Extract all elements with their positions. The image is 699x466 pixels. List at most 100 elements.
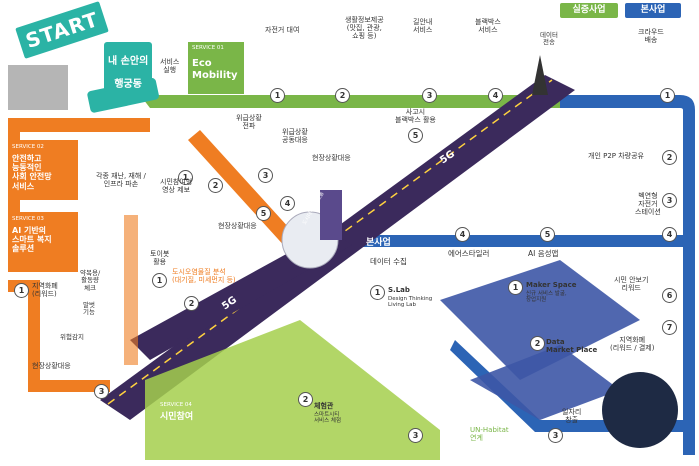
s04-item2-label: 체험관 [314,402,334,410]
service02-road [188,130,300,250]
service03-code: SERVICE 03 [12,216,44,222]
bicycle-icon [197,18,238,40]
partner-airstyler: 에어스타일러 [448,249,490,258]
s03-item2-label: 도시오염물질 분석 (대기질, 미세먼지 등) [172,268,236,285]
data-transfer-label: 데이터 전송 [540,31,558,47]
legend-main: 본사업 [625,3,681,18]
hub-title: 내 손안의 행궁동 [104,42,153,92]
s02-item1-label: 각종 재난, 재해 / 인프라 파손 [96,172,146,189]
mb-side-item4-num: 4 [455,227,470,242]
mb-bottom-item3-label: 일자리 창출 [562,408,582,425]
s02-item2-label: 시민참여형 영상 제보 [160,178,193,195]
s04-item3-num: 3 [408,428,423,443]
s03-item1-label: 토이봇 활용 [150,250,170,267]
service01-badge [188,42,244,94]
legend-main-label: 본사업 [640,5,666,15]
service02-badge [8,140,78,200]
service04-code: SERVICE 04 [160,402,192,408]
service04-title: 시민참여 [160,412,194,422]
hub-title-line2: 행궁동 [114,78,142,90]
data-transfer-tower [532,55,548,95]
s02-item4-num: 4 [280,196,295,211]
service01-code: SERVICE 01 [192,45,224,51]
5g-road-marking [107,79,553,405]
s01-item4-label: 블랙박스 서비스 [475,18,501,35]
s03-senior-item1: 약복용/ 활동량 체크 [80,269,101,292]
s04-item2-num: 2 [298,392,313,407]
service02-lane [8,118,150,250]
mb-bottom-item2-label: Data Market Place [546,338,598,355]
s01-item3-label: 길안내 서비스 [413,18,433,35]
s01-item5-label: 사고시 블랙박스 활용 [395,108,436,125]
s02-item2-num: 2 [208,178,223,193]
s04-item2-sub: 스마트시티 서비스 체험 [314,412,342,425]
mb-right-item2-label: 개인 P2P 차량공유 [588,152,644,160]
s02-scene-label: 현장상황대응 [312,154,351,162]
s03-scene-num: 3 [94,384,109,399]
s03-currency-num: 1 [14,283,29,298]
s03-currency-label: 지역화폐 (리워드) [32,282,58,299]
mb-side-item4b-num: 4 [662,227,677,242]
fortress-photo [602,372,678,448]
mb-right-item3-num: 3 [662,193,677,208]
partner-ai-voice-app: AI 음성앱 [528,249,559,258]
mb-side-item5-num: 5 [540,227,555,242]
mb-right-item1-num: 1 [660,88,675,103]
legend-demo-label: 실증사업 [572,5,606,15]
s02-item3-num: 3 [258,168,273,183]
data-market-platform [470,345,620,420]
s02-item1-num: 1 [178,170,193,185]
service04-area [145,320,440,460]
mb-right-item1-label: 크라우드 배송 [638,28,664,45]
hub-title-line1: 내 손안의 [108,55,149,67]
s02-item4-label: 위급상황 공동대응 [282,128,308,145]
mb-side-item7-label: 지역화폐 (리워드 / 결제) [610,336,655,353]
s01-item5-num: 5 [408,128,423,143]
data-collection-label: 데이터 수집 [370,257,407,266]
main-business-lane-label: 본사업 [366,238,391,248]
toybot-tower [124,215,138,365]
mb-side-item6-label: 시민 안보기 리워드 [614,276,649,293]
s02-item3-label: 위급상황 전파 [236,114,262,131]
s03-senior-item3: 위험감지 [60,333,84,341]
city-data-platform-tower [320,190,342,240]
s01-item3-num: 3 [422,88,437,103]
s03-senior-item2: 말벗 기능 [83,301,95,317]
mb-bottom-item1-sub: 신규 서비스 발굴, 창업지원 [526,291,567,304]
legend-demo: 실증사업 [560,3,618,18]
service01-title: Eco Mobility [192,58,238,81]
s02-item5-num: 5 [256,206,271,221]
s03-item1-num: 1 [152,273,167,288]
mb-bottom-item3-num: 3 [548,428,563,443]
s01-item1-num: 1 [270,88,285,103]
mb-side-item7-num: 7 [662,320,677,335]
s01-item1-label: 자전거 대여 [265,26,300,34]
s02-item5-label: 현장상황대응 [218,222,257,230]
s03-scene-label: 현장상황대응 [32,362,71,370]
mb-bottom-item2-num: 2 [530,336,545,351]
s04-item1-label: S.Lab [388,286,410,294]
s04-item3-label: UN-Habitat 연계 [470,426,509,443]
hub-service-run: 서비스 실행 [160,58,180,75]
maker-space-platform [440,260,640,380]
mb-right-item2-num: 2 [662,150,677,165]
s01-item4-num: 4 [488,88,503,103]
s04-item1-sub: Design Thinking Living Lab [388,296,433,309]
service01-lane [140,95,560,108]
palace-photo [8,65,68,110]
s04-item1-num: 1 [370,285,385,300]
s03-item2-num: 2 [184,296,199,311]
service03-badge [8,212,78,272]
service03-title: AI 기반의 스마트 복지 솔루션 [12,226,52,254]
mb-bottom-item1-label: Maker Space [526,281,577,289]
service02-title: 안전하고 능동적인 사회 안전망 서비스 [12,154,52,191]
s01-item2-label: 생활정보제공 (맛집, 관광, 쇼핑 등) [345,16,384,41]
mb-bottom-item1-num: 1 [508,280,523,295]
s01-item2-num: 2 [335,88,350,103]
service03-lane [8,280,110,392]
service02-code: SERVICE 02 [12,144,44,150]
main-business-lane-middle [330,235,683,247]
mb-side-item6-num: 6 [662,288,677,303]
